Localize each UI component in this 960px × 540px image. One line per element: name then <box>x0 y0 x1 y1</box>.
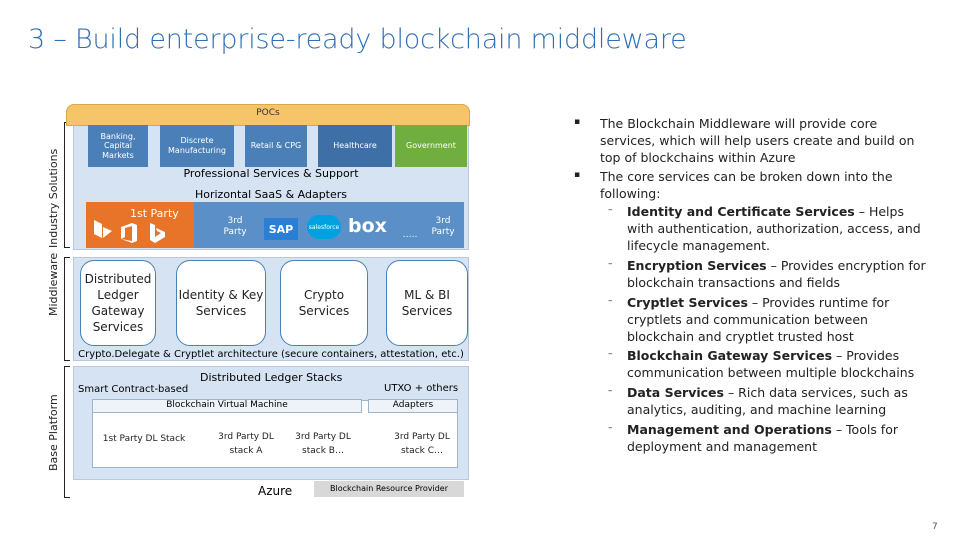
page-title: 3 – Build enterprise-ready blockchain mi… <box>28 24 687 55</box>
professional-services-label: Professional Services & Support <box>183 167 359 180</box>
bing-icon <box>150 223 165 243</box>
dynamics-icon <box>94 220 112 238</box>
first-party-label: 1st Party <box>130 207 179 220</box>
utxo-label: UTXO + others <box>384 383 459 394</box>
sub-bullet: – Management and Operations – Tools for d… <box>570 422 930 456</box>
side-label-middleware: Middleware <box>47 252 60 316</box>
vertical-manufacturing: Discrete Manufacturing <box>160 125 234 167</box>
vertical-retail: Retail & CPG <box>245 125 307 167</box>
side-label-industry: Industry Solutions <box>47 148 60 248</box>
pocs-label: POCs <box>256 108 280 118</box>
box-logo: box <box>348 215 387 237</box>
sub-bullet: – Data Services – Rich data services, suc… <box>570 385 930 419</box>
sub-bullet-title: Data Services <box>627 385 724 401</box>
pocs-bar: POCs <box>66 104 470 126</box>
vertical-government: Government <box>395 125 467 167</box>
dl-stack-b: 3rd Party DL stack B… <box>295 432 351 456</box>
page-number: 7 <box>932 522 938 532</box>
first-party-block: 1st Party <box>86 202 194 248</box>
sub-bullet-marker: – <box>608 295 613 306</box>
sub-bullet-title: Management and Operations <box>627 421 832 437</box>
vertical-banking: Banking, Capital Markets <box>88 125 148 167</box>
sap-logo: SAP <box>264 218 298 240</box>
side-label-base: Base Platform <box>47 394 60 471</box>
dl-stacks-label: Distributed Ledger Stacks <box>200 371 343 384</box>
sub-bullet: – Blockchain Gateway Services – Provides … <box>570 348 930 382</box>
sub-bullet: – Cryptlet Services – Provides runtime fo… <box>570 295 930 346</box>
service-crypto: Crypto Services <box>280 260 368 346</box>
smart-contract-label: Smart Contract-based <box>78 384 189 395</box>
sub-bullet-text: – Tools for deployment and management <box>627 421 898 454</box>
horizontal-saas-label: Horizontal SaaS & Adapters <box>194 188 348 201</box>
sub-bullet-title: Cryptlet Services <box>627 294 748 310</box>
adapters-label: Adapters <box>368 399 458 413</box>
service-distributed-ledger-gateway: Distributed Ledger Gateway Services <box>80 260 156 346</box>
sub-bullet-marker: – <box>608 386 613 397</box>
sub-bullet: – Encryption Services – Provides encrypti… <box>570 258 930 292</box>
vertical-healthcare: Healthcare <box>318 125 392 167</box>
base-bracket <box>64 366 70 498</box>
sub-bullet-text: – Provides communication between multipl… <box>627 348 915 381</box>
sub-bullet-marker: – <box>608 422 613 433</box>
sub-bullet-text: – Provides encryption for blockchain tra… <box>627 258 926 290</box>
middleware-bracket <box>64 257 70 361</box>
first-party-dl-stack: 1st Party DL Stack <box>102 434 186 444</box>
sub-bullet-marker: – <box>608 349 613 360</box>
bvm-label: Blockchain Virtual Machine <box>92 399 362 413</box>
sub-bullet-title: Blockchain Gateway Services <box>627 348 833 364</box>
office-icon <box>121 223 137 243</box>
sub-bullet-marker: – <box>608 259 613 269</box>
sub-bullet-title: Identity and Certificate Services <box>627 204 855 220</box>
sub-bullet: – Identity and Certificate Services – Hel… <box>570 204 930 255</box>
service-identity-key: Identity & Key Services <box>176 260 266 346</box>
bullet-item: ▪ The Blockchain Middleware will provide … <box>570 116 930 167</box>
description-bullets: ▪ The Blockchain Middleware will provide … <box>570 116 930 459</box>
dl-stack-c: 3rd Party DL stack C… <box>394 432 450 456</box>
bullet-marker: ▪ <box>574 117 581 127</box>
salesforce-logo: salesforce <box>307 215 341 239</box>
sub-bullet-title: Encryption Services <box>627 258 767 273</box>
industry-bracket <box>64 122 70 248</box>
ellipsis-label: ….. <box>402 230 418 240</box>
azure-label: Azure <box>258 484 293 498</box>
bullet-item: ▪ The core services can be broken down in… <box>570 169 930 203</box>
bullet-marker: ▪ <box>574 169 581 180</box>
third-party-label-b: 3rd Party <box>431 216 455 238</box>
bullet-text: The core services can be broken down int… <box>600 168 893 201</box>
third-party-label-a: 3rd Party <box>223 216 247 238</box>
blockchain-resource-provider: Blockchain Resource Provider <box>314 481 464 497</box>
sub-bullet-marker: – <box>608 205 613 216</box>
crypto-delegate-label: Crypto.Delegate & Cryptlet architecture … <box>78 349 464 360</box>
dl-stack-a: 3rd Party DL stack A <box>218 432 274 456</box>
sub-bullet-text: – Helps with authentication, authorizati… <box>627 204 921 254</box>
service-ml-bi: ML & BI Services <box>386 260 468 346</box>
bullet-text: The Blockchain Middleware will provide c… <box>600 116 915 165</box>
sub-bullet-text: – Rich data services, such as analytics,… <box>627 385 908 417</box>
sub-bullet-text: – Provides runtime for cryptlets and com… <box>627 294 890 344</box>
